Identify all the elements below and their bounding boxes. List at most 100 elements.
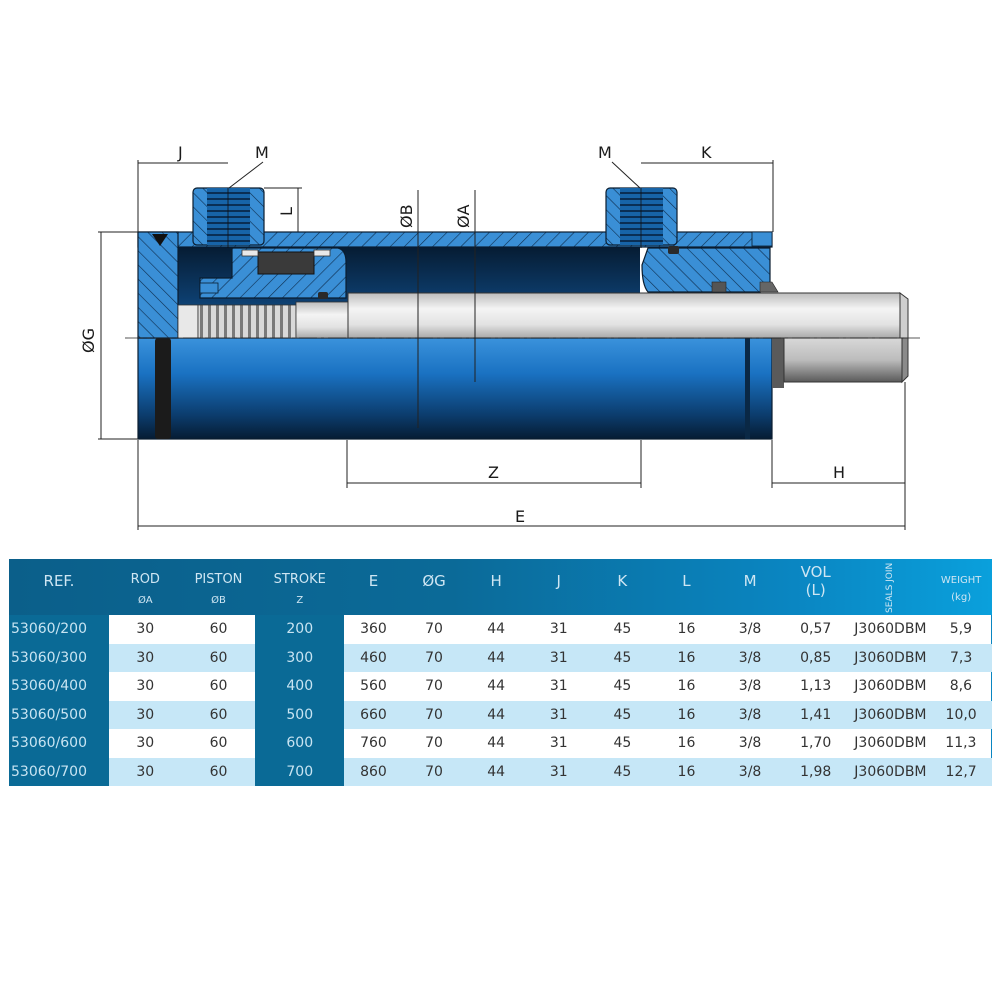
cell-seals: J3060DBM <box>850 700 931 729</box>
col-header-k: K <box>617 572 628 590</box>
cell-vol: 0,85 <box>781 643 851 672</box>
cell-j: 31 <box>526 643 591 672</box>
cell-e: 360 <box>344 615 403 644</box>
cell-k: 45 <box>590 643 655 672</box>
cell-e: 660 <box>344 700 403 729</box>
col-header-l: L <box>682 572 691 590</box>
cell-h: 44 <box>465 643 527 672</box>
cell-rod: 30 <box>108 757 182 786</box>
cell-ref: 53060/400 <box>9 672 109 701</box>
cell-g: 70 <box>402 615 466 644</box>
cell-seals: J3060DBM <box>850 615 931 644</box>
col-header-vol: VOL(L) <box>800 563 831 599</box>
cell-g: 70 <box>402 700 466 729</box>
cell-weight: 5,9 <box>930 615 992 644</box>
cell-vol: 1,41 <box>781 700 851 729</box>
cell-h: 44 <box>465 672 527 701</box>
cell-rod: 30 <box>108 729 182 758</box>
cell-m: 3/8 <box>718 700 782 729</box>
dim-label-g: ØG <box>79 328 98 353</box>
cell-g: 70 <box>402 672 466 701</box>
col-header-e: E <box>368 572 379 590</box>
col-header-g: ØG <box>422 572 446 590</box>
col-header-j: J <box>556 572 561 590</box>
cell-g: 70 <box>402 729 466 758</box>
table-row: 53060/300 30 60 300 460 70 44 31 45 16 3… <box>9 643 992 672</box>
cell-j: 31 <box>526 700 591 729</box>
table-row: 53060/500 30 60 500 660 70 44 31 45 16 3… <box>9 700 992 729</box>
table-row: 53060/600 30 60 600 760 70 44 31 45 16 3… <box>9 729 992 758</box>
dim-label-b: ØB <box>397 204 416 228</box>
dim-label-a: ØA <box>454 204 473 228</box>
cell-stroke: 600 <box>255 729 345 758</box>
cell-weight: 8,6 <box>930 672 992 701</box>
cell-j: 31 <box>526 672 591 701</box>
cell-vol: 0,57 <box>781 615 851 644</box>
cell-k: 45 <box>590 729 655 758</box>
cell-rod: 30 <box>108 672 182 701</box>
cell-g: 70 <box>402 757 466 786</box>
cell-l: 16 <box>654 700 719 729</box>
port-left <box>192 187 265 248</box>
cell-e: 460 <box>344 643 403 672</box>
cell-h: 44 <box>465 757 527 786</box>
dim-label-e: E <box>515 507 525 526</box>
cell-j: 31 <box>526 757 591 786</box>
cell-stroke: 400 <box>255 672 345 701</box>
col-header-seals: SEALS JOIN <box>885 562 896 613</box>
cell-rod: 30 <box>108 643 182 672</box>
cell-weight: 10,0 <box>930 700 992 729</box>
cell-piston: 60 <box>181 672 256 701</box>
col-header-m: M <box>743 572 757 590</box>
cell-ref: 53060/600 <box>9 729 109 758</box>
col-header-ref: REF. <box>43 572 75 590</box>
cell-l: 16 <box>654 672 719 701</box>
dim-label-z: Z <box>488 463 499 482</box>
cylinder-body-exterior <box>137 337 909 440</box>
cylinder-drawing: J M M K L ØB ØA ØG Z H E <box>79 143 920 530</box>
port-right <box>605 187 678 248</box>
cell-weight: 12,7 <box>930 757 992 786</box>
cell-stroke: 500 <box>255 700 345 729</box>
cell-rod: 30 <box>108 700 182 729</box>
cell-vol: 1,98 <box>781 757 851 786</box>
dim-label-l: L <box>277 207 296 216</box>
cell-m: 3/8 <box>718 615 782 644</box>
cell-h: 44 <box>465 615 527 644</box>
cell-piston: 60 <box>181 615 256 644</box>
cell-j: 31 <box>526 615 591 644</box>
cell-l: 16 <box>654 643 719 672</box>
cell-seals: J3060DBM <box>850 643 931 672</box>
cell-stroke: 300 <box>255 643 345 672</box>
cell-piston: 60 <box>181 729 256 758</box>
cell-weight: 11,3 <box>930 729 992 758</box>
cell-e: 560 <box>344 672 403 701</box>
cell-vol: 1,70 <box>781 729 851 758</box>
cell-j: 31 <box>526 729 591 758</box>
dim-label-h: H <box>833 463 845 482</box>
table-row: 53060/700 30 60 700 860 70 44 31 45 16 3… <box>9 757 992 786</box>
cell-m: 3/8 <box>718 757 782 786</box>
cell-e: 760 <box>344 729 403 758</box>
cell-seals: J3060DBM <box>850 757 931 786</box>
cell-e: 860 <box>344 757 403 786</box>
cell-l: 16 <box>654 757 719 786</box>
cell-seals: J3060DBM <box>850 672 931 701</box>
cell-stroke: 700 <box>255 757 345 786</box>
cell-weight: 7,3 <box>930 643 992 672</box>
cell-l: 16 <box>654 615 719 644</box>
cell-k: 45 <box>590 700 655 729</box>
cell-vol: 1,13 <box>781 672 851 701</box>
cell-m: 3/8 <box>718 672 782 701</box>
cell-piston: 60 <box>181 700 256 729</box>
cylinder-body-section <box>125 231 920 339</box>
cell-stroke: 200 <box>255 615 345 644</box>
cell-m: 3/8 <box>718 643 782 672</box>
cell-k: 45 <box>590 757 655 786</box>
col-header-h: H <box>490 572 502 590</box>
dimension-lines <box>98 160 906 530</box>
